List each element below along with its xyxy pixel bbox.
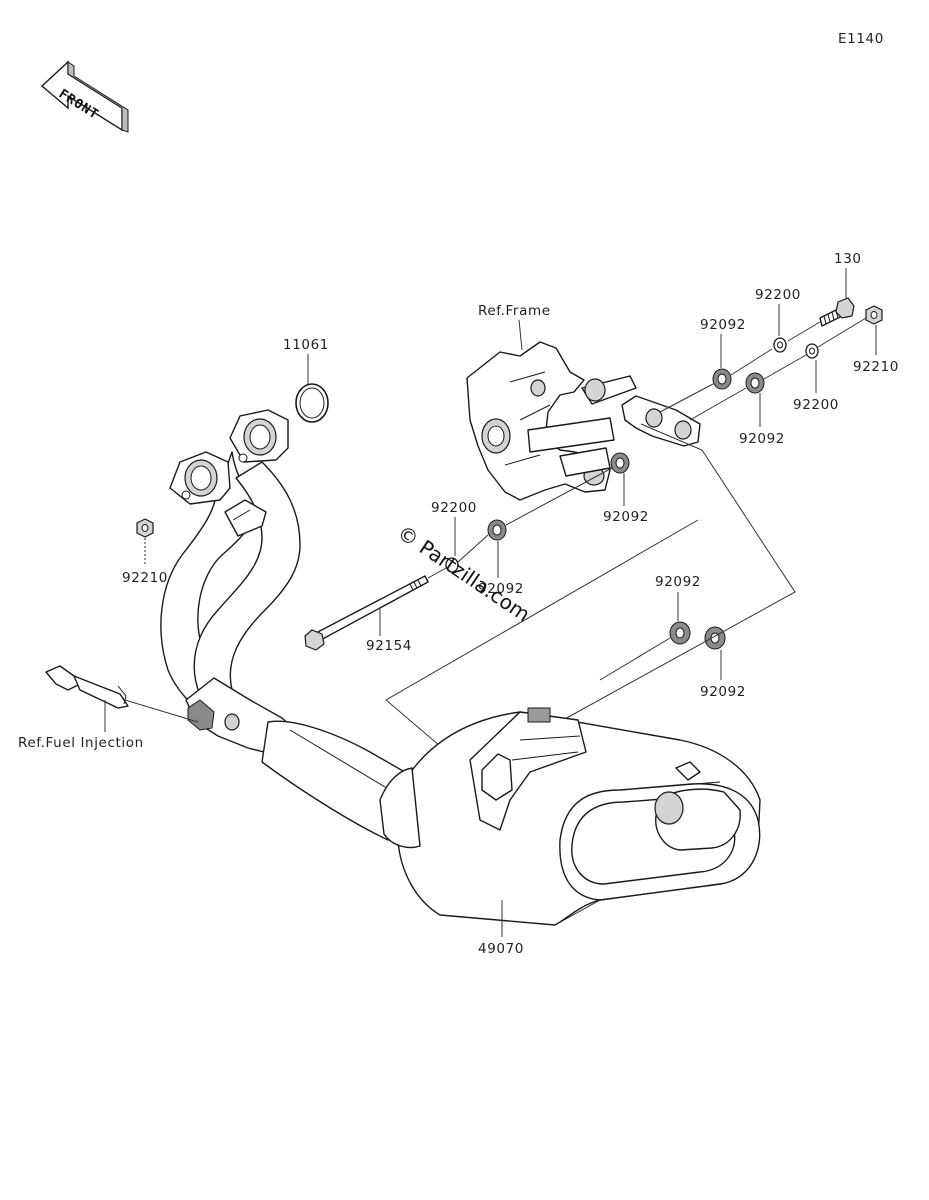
gasket-11061 (295, 383, 329, 423)
ref-fuel-injection-label: Ref.Fuel Injection (18, 735, 144, 751)
grommet-92092-mid (610, 452, 630, 474)
ref-frame-label: Ref.Frame (478, 303, 551, 319)
washer-92200-right (805, 343, 819, 359)
grommet-92092-right (745, 372, 765, 394)
callout-92092-right: 92092 (739, 431, 785, 447)
callout-92210-right: 92210 (853, 359, 899, 375)
muffler-49070 (379, 707, 761, 926)
nut-92210-right (865, 305, 883, 325)
callout-11061: 11061 (283, 337, 329, 353)
callout-92200-right: 92200 (793, 397, 839, 413)
front-arrow-icon: FRONT (40, 60, 129, 133)
callout-92092-top: 92092 (700, 317, 746, 333)
washer-92200-left (445, 557, 459, 573)
exhaust-header-pipes (160, 409, 411, 841)
callout-49070: 49070 (478, 941, 524, 957)
bolt-130 (819, 297, 855, 327)
bolt-92154 (304, 575, 429, 651)
callout-92092-wm: 92092 (478, 581, 524, 597)
nut-92210-left (136, 518, 154, 538)
callout-92092-low2: 92092 (700, 684, 746, 700)
washer-92200-top (773, 337, 787, 353)
watermark: © Partzilla.com (393, 520, 534, 626)
grommet-92092-low1 (669, 621, 691, 645)
callout-92092-low1: 92092 (655, 574, 701, 590)
frame-bracket (466, 341, 637, 501)
grommet-92092-top (712, 368, 732, 390)
callout-92092-mid: 92092 (603, 509, 649, 525)
callout-92200-left: 92200 (431, 500, 477, 516)
muffler-hanger-bracket (621, 395, 701, 447)
callout-92200-top: 92200 (755, 287, 801, 303)
diagram-code: E1140 (838, 31, 884, 47)
callout-130: 130 (834, 251, 862, 267)
callout-92154: 92154 (366, 638, 412, 654)
grommet-92092-low2 (704, 626, 726, 650)
callout-92210-left: 92210 (122, 570, 168, 586)
oxygen-sensor (45, 665, 129, 709)
grommet-92092-wm (487, 519, 507, 541)
